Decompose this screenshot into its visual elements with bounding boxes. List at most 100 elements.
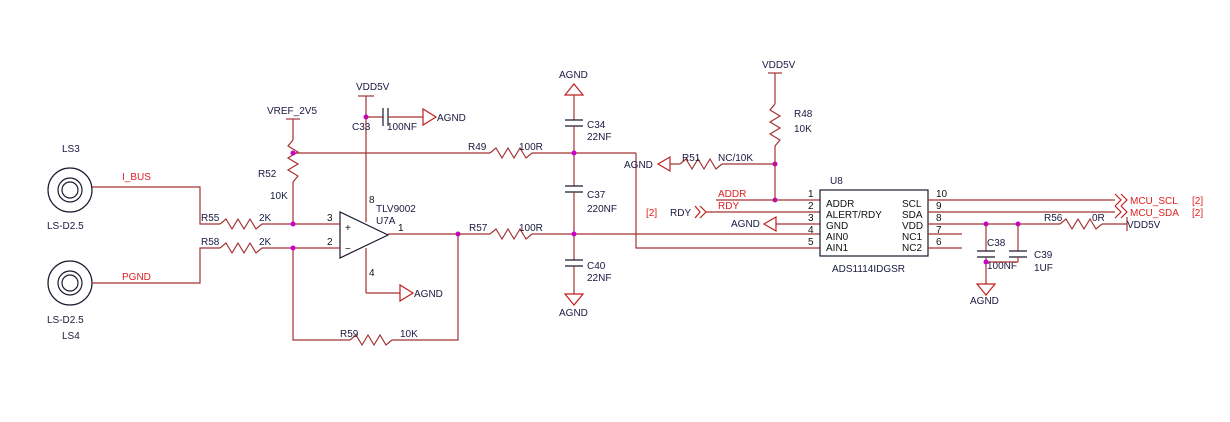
r56-ref: R56 [1044,213,1063,224]
net-label-pgnd: PGND [122,272,151,283]
c40-value: 22NF [587,273,611,284]
agnd-label-c34: AGND [559,70,588,81]
r57-ref: R57 [469,223,488,234]
sheet-ref-sda: [2] [1192,208,1203,219]
wire-ain1 [635,153,780,249]
capacitor-c38: C38 100NF [977,224,1017,284]
agnd-label-c38: AGND [970,296,999,307]
resistor-r55: R55 2K [201,213,330,231]
capacitor-c40: C40 22NF [565,259,611,294]
adc-pin-name-addr: ADDR [826,199,854,210]
resistor-r56: R56 0R [1044,213,1127,231]
adc-pin-name-nc1: NC1 [902,232,922,243]
opamp-u7a: + − 3 2 1 8 4 TLV9002 U7A [327,96,458,293]
adc-pin-num-6: 6 [936,237,942,248]
capacitor-c39: C39 1UF [986,224,1053,274]
capacitor-c34: C34 22NF [565,119,611,186]
resistor-r49: R49 100R [468,142,636,160]
wire-pgnd [92,247,220,284]
resistor-r58: R58 2K [201,237,330,255]
vref-net: VREF_2V5 [267,106,317,140]
c39-value: 1UF [1034,263,1053,274]
port-arrow-rdy-2 [699,205,707,219]
r56-value: 0R [1092,213,1105,224]
resistor-r51: R51 NC/10K [679,153,775,171]
net-label-vdd5v-r48: VDD5V [762,60,796,71]
adc-pin-name-scl: SCL [902,199,922,210]
r49-value: 100R [519,142,543,153]
port-mcu-scl: MCU_SCL [2] [1114,193,1203,207]
c34-ref: C34 [587,120,606,131]
adc-pin-num-4: 4 [808,225,814,236]
agnd-label-opamp: AGND [414,289,443,300]
r55-ref: R55 [201,213,220,224]
r49-ref: R49 [468,142,487,153]
c37-value: 220NF [587,204,617,215]
net-label-mcu-scl: MCU_SCL [1130,196,1178,207]
ls3-ref: LS3 [62,144,80,155]
agnd-symbol-c40: AGND [559,293,588,319]
ls4-ref: LS4 [62,331,80,342]
r51-ref: R51 [682,153,701,164]
opamp-part: TLV9002 [376,204,416,215]
opamp-pin-2: 2 [327,237,333,248]
adc-pin-name-ain0: AIN0 [826,232,849,243]
net-label-vdd5v-opamp: VDD5V [356,82,390,93]
net-label-i-bus: I_BUS [122,172,151,183]
r51-value: NC/10K [718,153,753,164]
ls3-value: LS-D2.5 [47,221,84,232]
agnd-symbol-c34: AGND [559,70,588,96]
capacitor-c37: C37 220NF [565,185,617,260]
wire-feedback-left [292,248,350,341]
opamp-minus-sign: − [345,244,351,255]
ls4-value: LS-D2.5 [47,315,84,326]
adc-part: ADS1114IDGSR [832,264,905,275]
agnd-label-adc: AGND [731,219,760,230]
adc-pin-num-7: 7 [936,225,942,236]
r52-ref: R52 [258,169,277,180]
adc-pin-num-3: 3 [808,213,814,224]
adc-pin-num-5: 5 [808,237,814,248]
r58-value: 2K [259,237,272,248]
adc-pin-num-9: 9 [936,201,942,212]
adc-pin-num-1: 1 [808,189,814,200]
c37-ref: C37 [587,190,606,201]
adc-pin-num-8: 8 [936,213,942,224]
adc-pin-num-10: 10 [936,189,948,200]
agnd-symbol-adc: AGND [731,215,777,233]
c40-ref: C40 [587,261,606,272]
wire-i-bus [92,186,220,225]
agnd-symbol-opamp: AGND [399,283,443,303]
opamp-pin-4: 4 [369,268,375,279]
resistor-r59: R59 10K [340,234,459,347]
adc-ref: U8 [830,176,843,187]
opamp-ref: U7A [376,216,396,227]
net-label-vdd5v-adc: VDD5V [1127,220,1161,231]
agnd-label-r51: AGND [624,160,653,171]
sheet-ref-rdy: [2] [646,208,657,219]
net-label-rdy-wire: RDY [718,201,739,212]
agnd-label-c33: AGND [437,113,466,124]
resistor-r52: R52 10K [258,139,300,224]
c38-ref: C38 [987,238,1006,249]
net-label-addr: ADDR [718,189,746,200]
agnd-symbol-r51: AGND [624,155,671,173]
sheet-ref-scl: [2] [1192,196,1203,207]
adc-pin-name-sda: SDA [902,210,923,221]
agnd-symbol-c38: AGND [970,283,999,307]
opamp-pin-3: 3 [327,213,333,224]
adc-pin-name-nc2: NC2 [902,243,922,254]
capacitor-c33: C33 100NF [352,108,423,133]
agnd-symbol-c33: AGND [422,107,466,127]
agnd-label-c40: AGND [559,308,588,319]
connector-ls3: LS3 LS-D2.5 [47,144,93,232]
r59-value: 10K [400,329,418,340]
adc-pin-name-ain1: AIN1 [826,243,849,254]
net-label-mcu-sda: MCU_SDA [1130,208,1179,219]
r48-ref: R48 [794,109,813,120]
adc-u8: U8 ADS1114IDGSR 1 ADDR 2 ALERT/RDY 3 GND… [808,176,948,275]
c39-ref: C39 [1034,250,1053,261]
r52-value: 10K [270,191,288,202]
adc-pin-name-vdd: VDD [902,221,923,232]
